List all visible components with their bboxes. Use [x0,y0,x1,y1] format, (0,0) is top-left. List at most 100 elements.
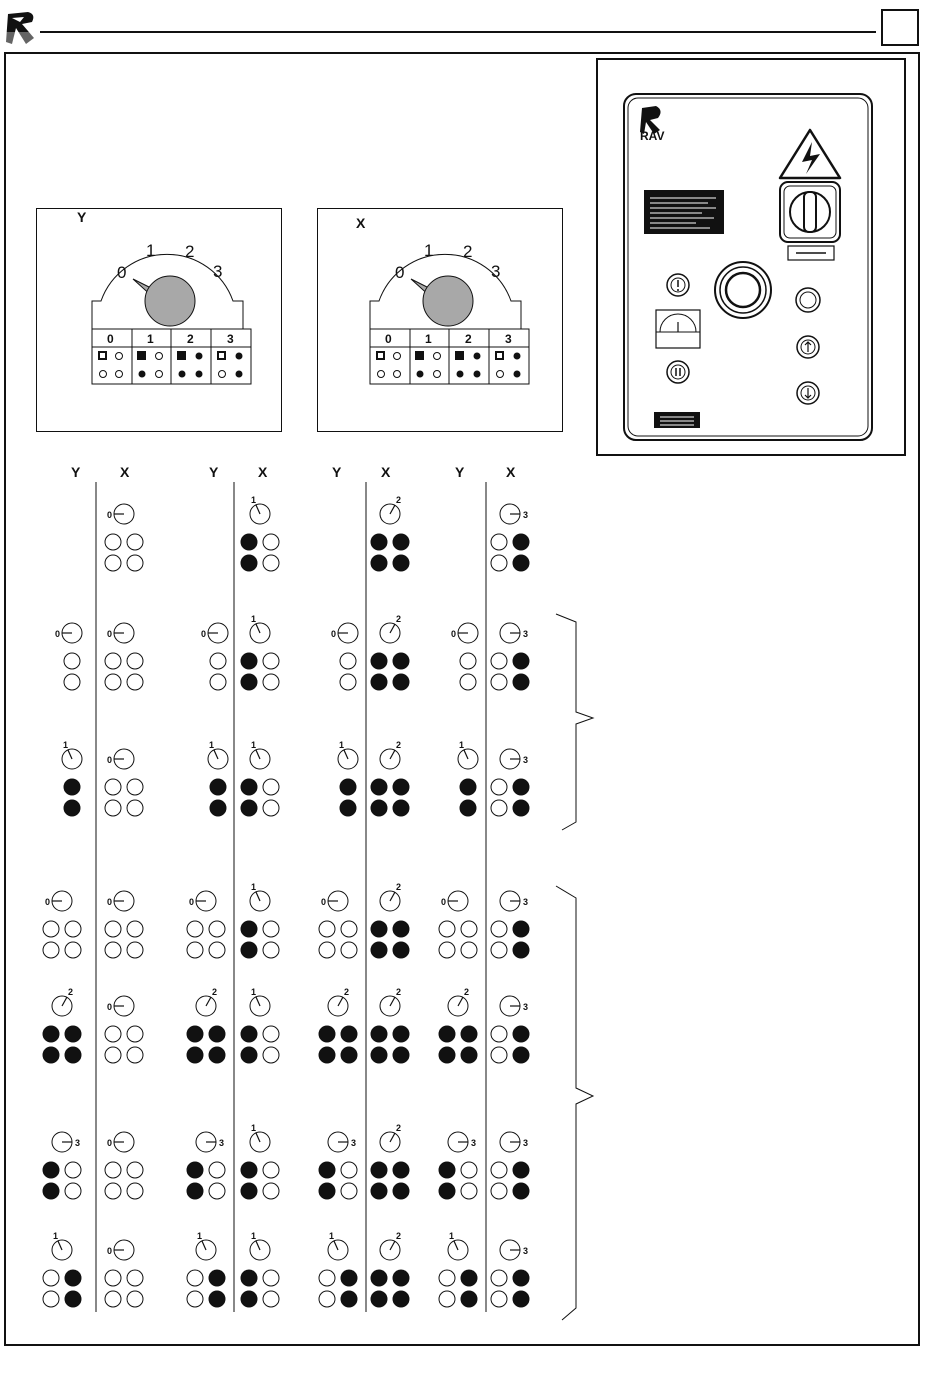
indicator-dot-on [393,779,409,795]
dial-number: 0 [189,897,194,907]
dial-number: 1 [63,740,68,750]
indicator-dot-on [393,1183,409,1199]
indicator-dot-off [65,1162,81,1178]
dial-number: 1 [449,1231,454,1241]
indicator-dot-on [241,921,257,937]
dial-number: 0 [451,629,456,639]
group-bracket [556,886,593,1320]
indicator-dot-on [371,942,387,958]
indicator-dot-off [341,1183,357,1199]
dial-number: 3 [523,1138,528,1148]
indicator-dot-off [439,1270,455,1286]
indicator-dot-off [105,653,121,669]
indicator-dot-on [371,921,387,937]
dial-number: 0 [107,1246,112,1256]
indicator-dot-off [64,674,80,690]
indicator-dot-on [371,800,387,816]
indicator-dot-on [513,1162,529,1178]
indicator-dot-off [127,653,143,669]
indicator-dot-off [65,1183,81,1199]
dial-number: 2 [396,987,401,997]
indicator-dot-off [263,1291,279,1307]
indicator-dot-off [127,942,143,958]
indicator-dot-off [460,653,476,669]
indicator-dot-on [393,674,409,690]
indicator-dot-off [340,674,356,690]
dial-number: 0 [55,629,60,639]
indicator-dot-off [105,1183,121,1199]
indicator-dot-on [513,800,529,816]
indicator-dot-off [491,1270,507,1286]
dial-number: 3 [75,1138,80,1148]
indicator-dot-off [491,921,507,937]
dial-number: 3 [523,755,528,765]
indicator-dot-on [393,534,409,550]
dial-number: 2 [396,1123,401,1133]
indicator-dot-off [439,921,455,937]
dial-number: 1 [251,495,256,505]
indicator-dot-on [340,800,356,816]
indicator-dot-off [491,1047,507,1063]
dial-number: 1 [339,740,344,750]
dial-number: 0 [107,629,112,639]
dial-number: 3 [523,897,528,907]
indicator-dot-off [105,1162,121,1178]
indicator-dot-on [393,1291,409,1307]
indicator-dot-off [210,674,226,690]
indicator-dot-off [127,1270,143,1286]
indicator-dot-on [371,653,387,669]
dial-number: 1 [251,882,256,892]
indicator-dot-off [127,800,143,816]
indicator-dot-off [187,1270,203,1286]
indicator-dot-on [439,1047,455,1063]
dial-number: 2 [396,495,401,505]
indicator-dot-off [127,921,143,937]
indicator-dot-off [491,534,507,550]
indicator-dot-off [105,800,121,816]
dial-number: 2 [68,987,73,997]
indicator-dot-on [241,653,257,669]
indicator-dot-on [241,1047,257,1063]
indicator-dot-off [491,1026,507,1042]
indicator-dot-on [513,1291,529,1307]
indicator-dot-on [65,1026,81,1042]
dial-number: 1 [251,614,256,624]
dial-number: 1 [197,1231,202,1241]
indicator-dot-on [393,653,409,669]
indicator-dot-off [491,674,507,690]
indicator-dot-on [187,1162,203,1178]
indicator-dot-off [127,534,143,550]
indicator-dot-on [513,653,529,669]
indicator-dot-off [491,1291,507,1307]
indicator-dot-off [127,674,143,690]
indicator-dot-on [241,942,257,958]
indicator-dot-on [371,779,387,795]
indicator-dot-on [241,1270,257,1286]
indicator-dot-off [105,555,121,571]
indicator-dot-on [241,1183,257,1199]
indicator-dot-on [241,800,257,816]
indicator-dot-on [187,1047,203,1063]
dial-number: 0 [107,510,112,520]
indicator-dot-on [341,1026,357,1042]
dial-number: 1 [251,1231,256,1241]
indicator-dot-off [341,921,357,937]
indicator-dot-on [393,1047,409,1063]
indicator-dot-off [127,779,143,795]
indicator-dot-off [187,942,203,958]
indicator-dot-on [187,1183,203,1199]
indicator-dot-on [393,1270,409,1286]
indicator-dot-off [105,921,121,937]
indicator-dot-on [513,555,529,571]
indicator-dot-on [393,800,409,816]
indicator-dot-off [491,1162,507,1178]
indicator-dot-on [513,1270,529,1286]
indicator-dot-off [105,674,121,690]
indicator-dot-off [105,1270,121,1286]
dial-number: 1 [251,987,256,997]
indicator-dot-on [209,1026,225,1042]
dial-number: 3 [523,1246,528,1256]
indicator-dot-off [263,921,279,937]
indicator-dot-off [319,942,335,958]
dial-number: 3 [523,510,528,520]
